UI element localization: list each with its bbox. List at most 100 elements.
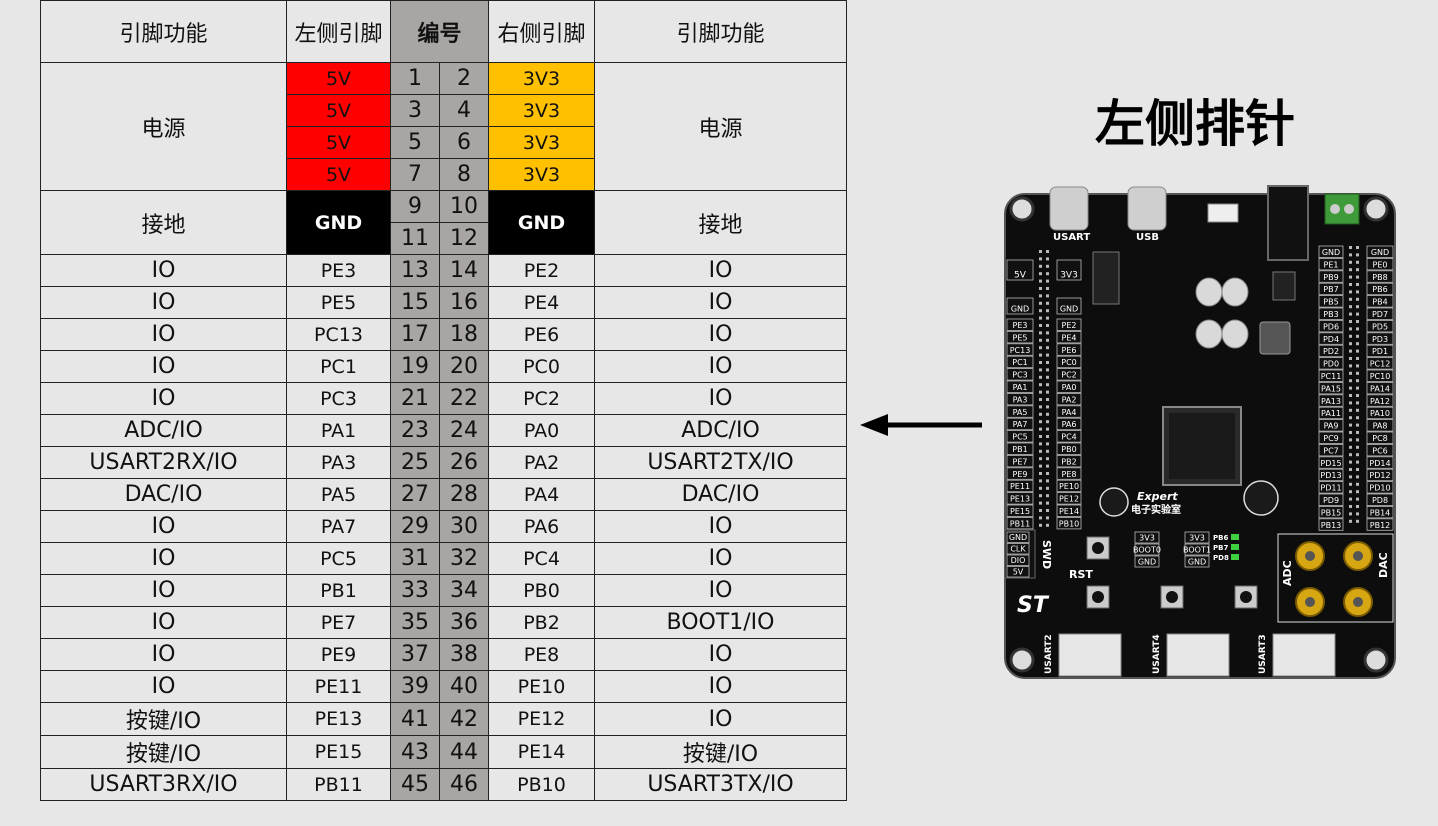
pin-dot: [1356, 445, 1359, 449]
pin-dot: [1356, 512, 1359, 516]
pin-dot: [1039, 257, 1042, 261]
right-inner-label: PB15: [1321, 508, 1342, 517]
brand-label: Expert: [1137, 490, 1178, 503]
left-func: IO: [40, 670, 287, 703]
pin-dot: [1356, 505, 1359, 508]
pin-number: 37: [390, 638, 440, 671]
pin-dot: [1039, 353, 1042, 357]
right-pin: PA0: [488, 414, 595, 447]
right-inner-label: PD9: [1323, 496, 1339, 505]
pin-dot: [1349, 268, 1352, 272]
left-inner-label-box: [1056, 297, 1082, 315]
right-func: IO: [594, 382, 847, 415]
pin-dot: [1039, 301, 1042, 305]
right-inner-label: PD4: [1323, 335, 1339, 344]
left-header-label: PC3: [1012, 371, 1028, 380]
right-func: 按键/IO: [594, 735, 847, 769]
left-inner-label-box: [1056, 405, 1082, 418]
pin-dot: [1039, 375, 1042, 379]
pin-number: 12: [439, 222, 489, 255]
left-inner-label-box: [1056, 467, 1082, 480]
swd-pin-label-box: [1006, 554, 1030, 566]
pin-dot: [1039, 420, 1042, 424]
left-pin: PE7: [286, 606, 391, 639]
boot-label: BOOT0: [1133, 546, 1161, 555]
left-header-label-box: [1006, 516, 1034, 530]
pin-number: 16: [439, 286, 489, 319]
pin-dot: [1046, 486, 1049, 490]
right-pin: PB0: [488, 574, 595, 607]
left-header-label: PE11: [1010, 482, 1030, 491]
left-func: 按键/IO: [40, 702, 287, 736]
right-header-label-box: [1366, 369, 1394, 382]
pin-dot: [1349, 468, 1352, 471]
right-pin: 3V3: [488, 158, 595, 191]
right-inner-label: GND: [1322, 248, 1340, 257]
pin-dot: [1356, 386, 1359, 390]
pin-dot: [1046, 346, 1049, 350]
pin-dot: [1349, 305, 1352, 309]
left-header-label-box: [1006, 343, 1034, 356]
pin-number: 28: [439, 478, 489, 511]
left-header-label: PB11: [1010, 519, 1031, 528]
left-header-label-box: [1006, 368, 1034, 381]
pin-dot: [1039, 509, 1042, 512]
pin-dot: [1356, 349, 1359, 353]
led-label: PB6: [1213, 534, 1228, 542]
left-pin: PE13: [286, 702, 391, 736]
left-pin: PA5: [286, 478, 391, 511]
st-logo-icon: ST: [1017, 593, 1050, 618]
pin-dot: [1349, 408, 1352, 412]
button-cap: [1092, 591, 1104, 603]
pin-dot: [1349, 379, 1352, 383]
left-pin: 5V: [286, 94, 391, 127]
pin-dot: [1046, 412, 1049, 416]
boot-label-box: [1184, 543, 1210, 556]
right-func: USART2TX/IO: [594, 446, 847, 479]
right-header-label-box: [1366, 406, 1394, 420]
pin-dot: [1039, 479, 1042, 483]
pin-dot: [1349, 275, 1352, 279]
pin-number: 17: [390, 318, 440, 351]
pin-dot: [1039, 412, 1042, 416]
pin-number: 10: [439, 190, 489, 223]
pin-dot: [1356, 431, 1359, 434]
left-header-label: PE15: [1010, 507, 1030, 516]
pin-dot: [1356, 468, 1359, 471]
right-header-label-box: [1366, 394, 1394, 407]
pin-number: 38: [439, 638, 489, 671]
left-inner-label-box: [1056, 417, 1082, 431]
left-pin: PC13: [286, 318, 391, 351]
pin-dot: [1039, 427, 1042, 431]
pin-dot: [1039, 449, 1042, 453]
right-header-label: PD10: [1369, 484, 1390, 493]
right-header-label-box: [1366, 431, 1394, 444]
pin-dot: [1349, 246, 1352, 249]
right-header-label: PD8: [1372, 496, 1388, 505]
right-inner-label: PA15: [1321, 384, 1341, 393]
boot-label-box: [1134, 531, 1160, 544]
left-inner-label: PC0: [1061, 358, 1077, 367]
pin-dot: [1349, 334, 1352, 338]
pin-dot: [1349, 475, 1352, 479]
right-inner-label-box: [1318, 419, 1344, 432]
right-header-label: PA14: [1370, 384, 1390, 393]
pin-number: 1: [390, 62, 440, 95]
pin-dot: [1039, 309, 1042, 313]
boot-label: BOOT1: [1183, 546, 1211, 555]
brand-sub-label: 电子实验室: [1131, 503, 1181, 516]
right-pin: PC2: [488, 382, 595, 415]
left-header-label: PC13: [1010, 346, 1031, 355]
pin-dot: [1349, 357, 1352, 360]
